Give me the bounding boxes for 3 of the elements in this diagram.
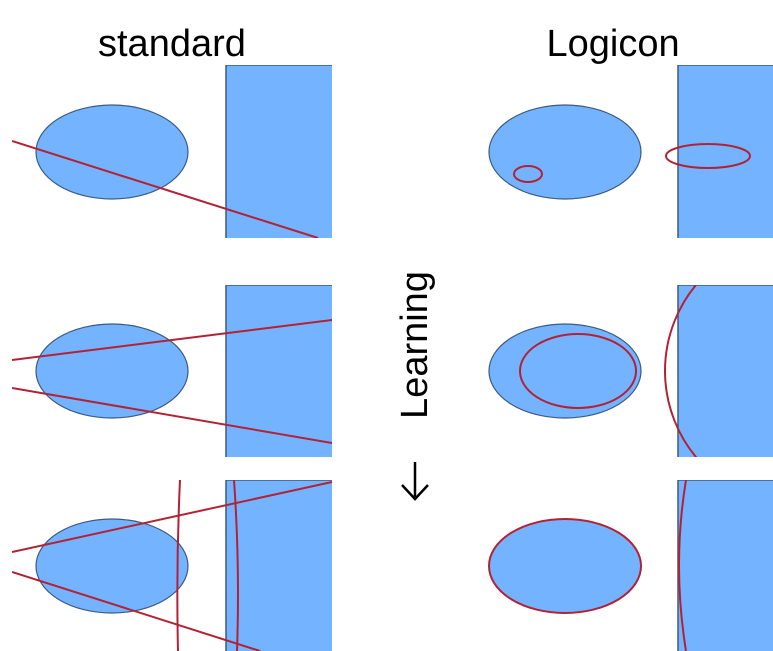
column-heading: standard — [98, 25, 246, 63]
column-heading: Logicon — [546, 25, 680, 63]
axis-label: Learning — [396, 271, 434, 419]
